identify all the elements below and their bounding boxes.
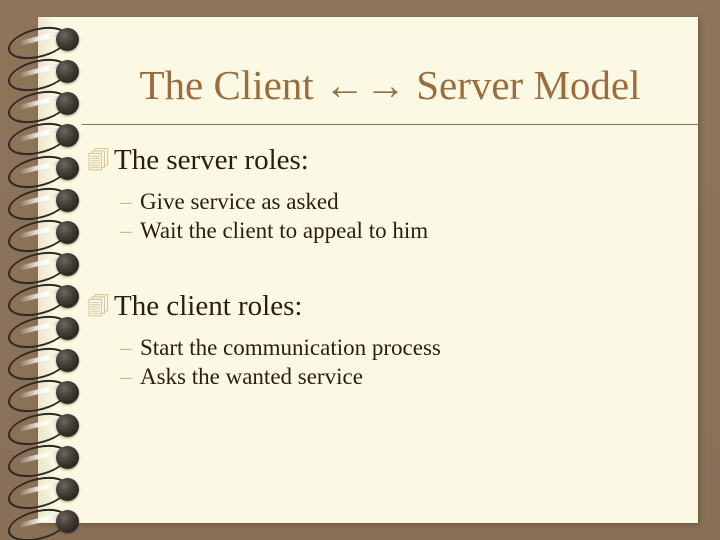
dash-icon: – [120, 189, 132, 214]
stacked-pages-icon [86, 293, 112, 317]
dash-icon: – [120, 218, 132, 243]
sub-bullet-item: – Start the communication process [120, 333, 698, 362]
sub-bullet-label: Give service as asked [140, 189, 339, 214]
sub-bullet-label: Asks the wanted service [140, 364, 363, 389]
spacer [82, 323, 698, 333]
bullet-heading: The server roles: [86, 143, 698, 177]
sub-bullet-item: – Asks the wanted service [120, 362, 698, 391]
bullet-heading: The client roles: [86, 289, 698, 323]
bullet-heading-label: The server roles: [114, 144, 309, 176]
page-gutter [38, 17, 56, 523]
dash-icon: – [120, 364, 132, 389]
spacer [82, 177, 698, 187]
bullet-heading-label: The client roles: [114, 290, 303, 322]
sub-bullet-item: – Wait the client to appeal to him [120, 216, 698, 245]
spacer [82, 245, 698, 289]
stacked-pages-icon [86, 147, 112, 171]
notebook-page: The Client ←→ Server Model [38, 17, 698, 523]
slide-body: The server roles: – Give service as aske… [82, 143, 698, 513]
page-title: The Client ←→ Server Model [139, 62, 641, 108]
sub-bullet-label: Start the communication process [140, 335, 441, 360]
dash-icon: – [120, 335, 132, 360]
title-divider [82, 124, 698, 125]
sub-bullet-item: – Give service as asked [120, 187, 698, 216]
sub-bullet-label: Wait the client to appeal to him [140, 218, 429, 243]
